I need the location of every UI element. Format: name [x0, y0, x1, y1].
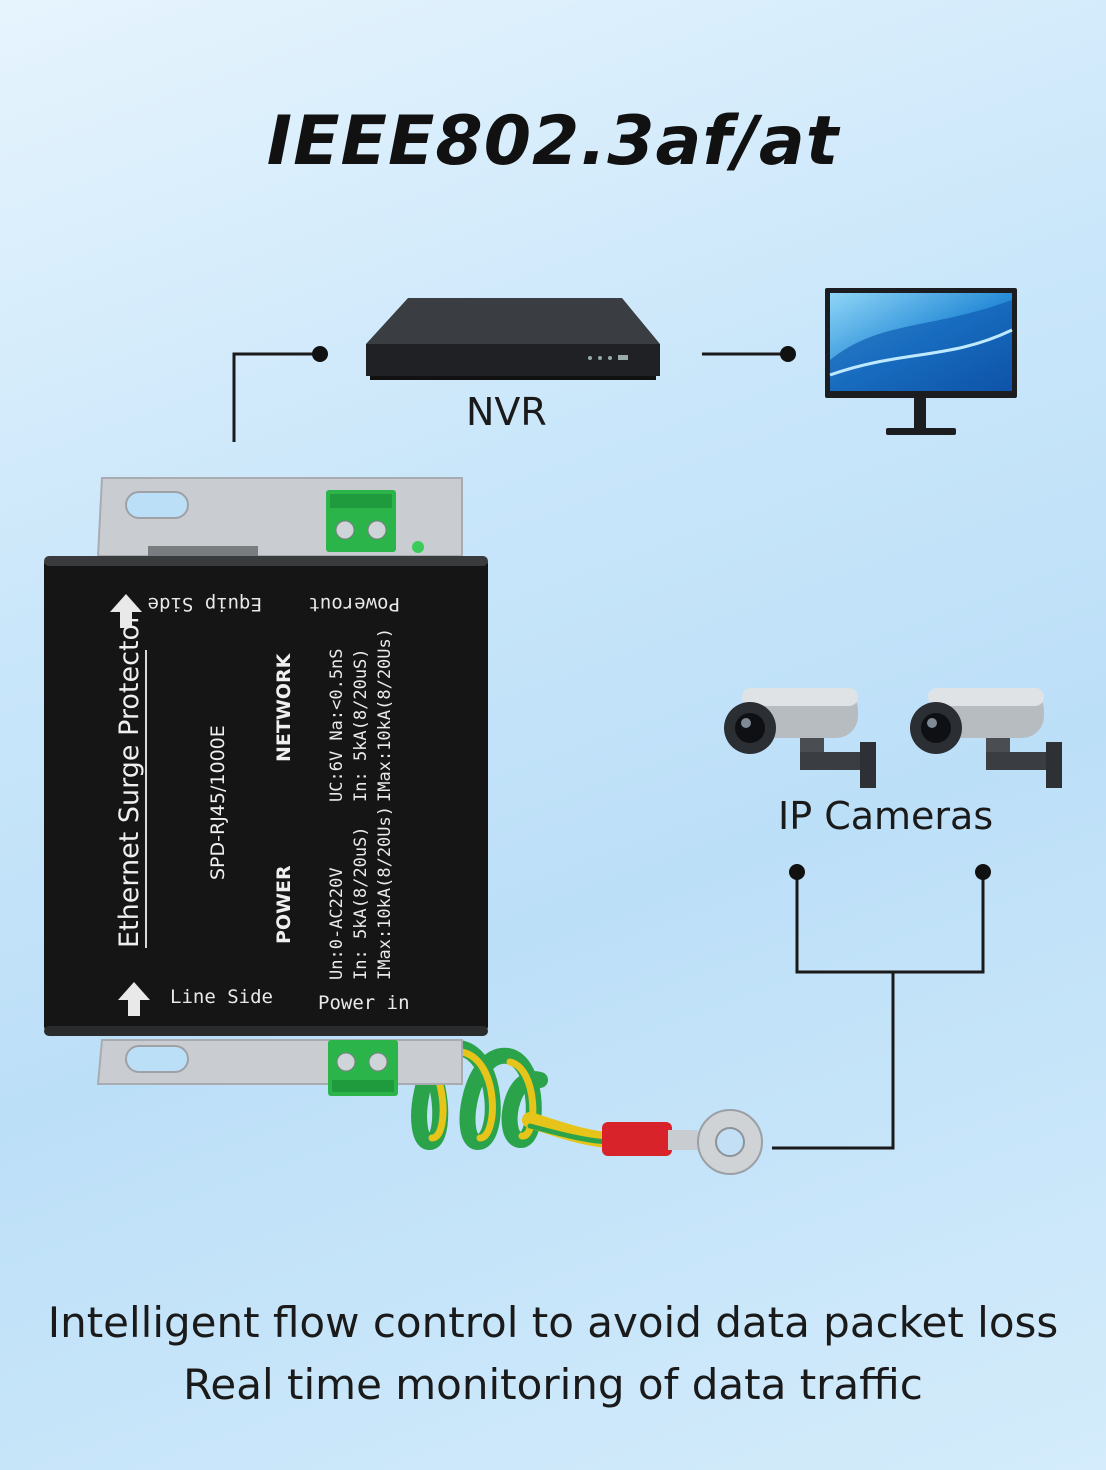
ip-cameras-label: IP Cameras — [778, 794, 994, 838]
ground-wire-icon — [397, 1039, 763, 1175]
power-spec-3: IMax:10kA(8/20Us) — [375, 806, 395, 980]
in-arrow-icon: IN — [118, 982, 150, 1016]
line-device-to-nvr — [232, 352, 320, 442]
nvr-icon — [366, 298, 660, 380]
network-spec-2: In: 5kA(8/20uS) — [351, 648, 371, 802]
power-in-label: Power in — [318, 992, 410, 1014]
terminal-block-top — [326, 490, 424, 553]
ip-camera-icon — [910, 688, 1062, 788]
equip-side-label: Equip Side — [148, 593, 262, 615]
out-arrow-icon: OUT — [110, 594, 142, 628]
line-side-label: Line Side — [170, 986, 273, 1008]
line-cameras-to-ground — [772, 972, 895, 1150]
network-spec-3: IMax:10kA(8/20Us) — [375, 628, 395, 802]
connector-dots — [312, 346, 991, 880]
headline: IEEE802.3af/at — [266, 102, 840, 181]
footer-line-2: Real time monitoring of data traffic — [183, 1360, 923, 1409]
device-title: Ethernet Surge Protector — [114, 612, 145, 948]
connector-lines — [232, 352, 985, 1150]
power-out-label: Powerout — [308, 593, 400, 615]
power-spec-1: Un:0-AC220V — [327, 867, 347, 980]
device-network-label: NETWORK — [273, 652, 295, 762]
nvr-label: NVR — [466, 390, 547, 434]
monitor-icon — [825, 288, 1017, 435]
footer-line-1: Intelligent flow control to avoid data p… — [47, 1298, 1059, 1347]
surge-protector-device: Ethernet Surge Protector SPD-RJ45/1000E … — [44, 477, 488, 1096]
terminal-block-bottom — [328, 1040, 398, 1096]
ip-camera-icon — [724, 688, 876, 788]
power-spec-2: In: 5kA(8/20uS) — [351, 826, 371, 980]
device-power-label: POWER — [273, 865, 295, 944]
svg-text:OUT: OUT — [122, 609, 132, 626]
line-cameras-bracket — [795, 872, 985, 974]
network-spec-1: UC:6V Na:<0.5nS — [327, 648, 347, 802]
svg-text:IN: IN — [130, 1003, 140, 1014]
device-model: SPD-RJ45/1000E — [207, 725, 229, 880]
